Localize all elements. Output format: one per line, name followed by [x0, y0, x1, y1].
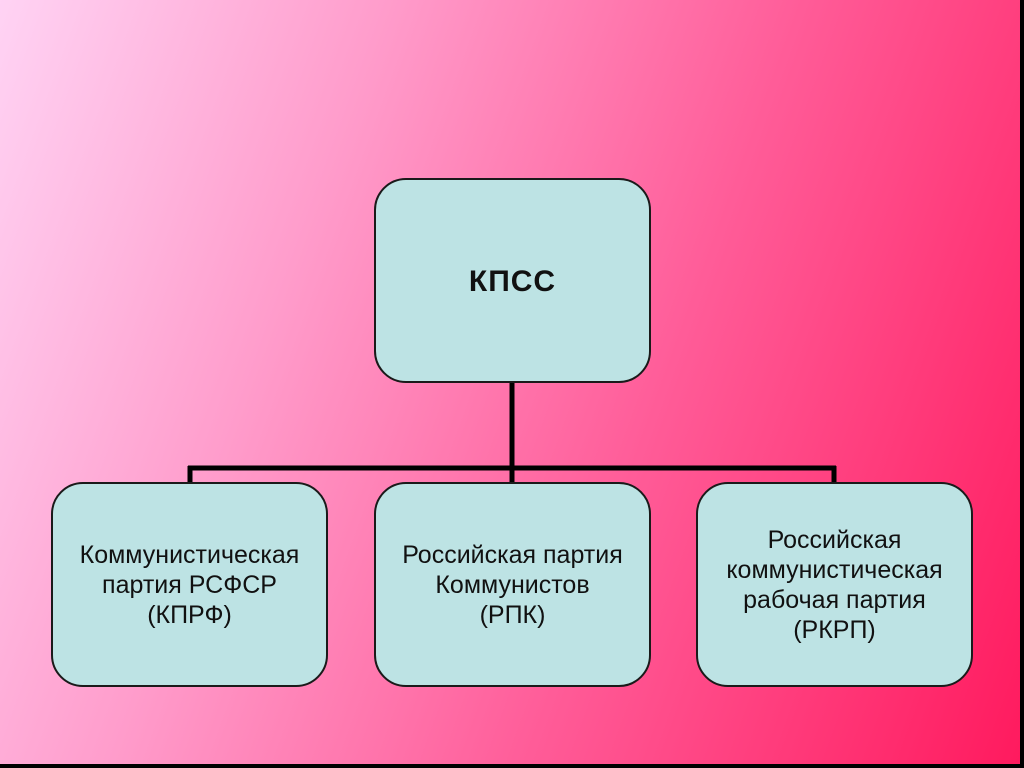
- node-kprf: Коммунистическая партия РСФСР (КПРФ): [51, 482, 328, 687]
- node-rpk: Российская партия Коммунистов (РПК): [374, 482, 651, 687]
- node-rkrp: Российская коммунистическая рабочая парт…: [696, 482, 973, 687]
- node-kpss: КПСС: [374, 178, 651, 383]
- node-rpk-label: Российская партия Коммунистов (РПК): [402, 540, 623, 629]
- node-rkrp-label: Российская коммунистическая рабочая парт…: [726, 525, 943, 644]
- node-kprf-label: Коммунистическая партия РСФСР (КПРФ): [79, 540, 300, 629]
- node-kpss-label: КПСС: [468, 264, 557, 298]
